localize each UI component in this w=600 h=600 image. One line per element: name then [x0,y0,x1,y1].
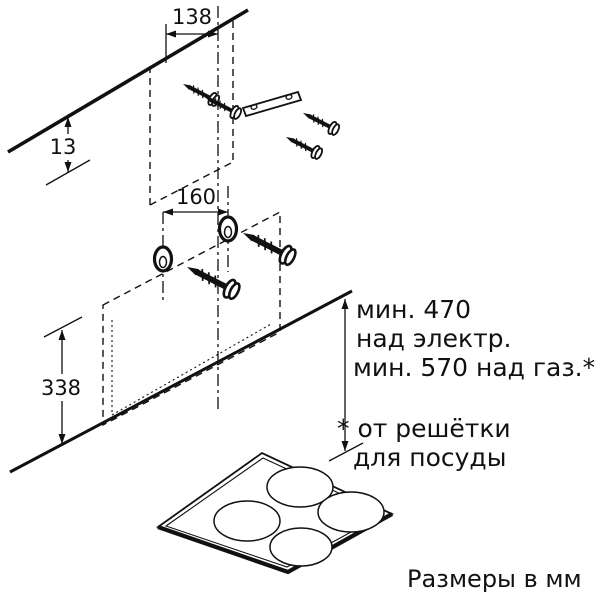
burner [213,500,281,542]
units-note: Размеры в мм [407,565,582,593]
min-clearance-arrow-down [341,441,349,451]
dim-13-tick [45,159,91,186]
dim-338-arrow-down [58,434,66,444]
chimney-template-bottom-line [149,161,234,206]
dim-338-top-tick [43,316,83,338]
dim-13-label: 13 [50,135,77,159]
keyhole-screw [239,224,298,267]
min-clearance-label-2: над электр. [356,324,511,353]
dim-338-arrow-up [58,330,66,340]
dim-338-label-bg [38,374,85,401]
dim-338-label: 338 [41,376,81,400]
dimension-138: 138 [165,5,218,63]
cooktop-front-edge [157,512,394,575]
keyhole-mount-right [217,215,239,243]
burner [269,527,333,567]
dimension-13: 13 [45,117,91,186]
hood-panel-outline [102,210,281,427]
dimension-160: 160 [163,185,228,216]
burner [266,466,334,508]
burner [317,491,385,533]
ceiling-edge-line [7,8,249,154]
chimney-template [149,21,234,206]
mounting-bracket [241,90,303,118]
bracket-hole [285,94,293,100]
dim-138-arrow-left [166,30,176,38]
bracket-screw [281,129,326,163]
bracket-hole [250,104,258,110]
dim-138-label: 138 [172,5,212,29]
dim-160-arrow-right [218,208,228,216]
dim-13-arrow-up [64,117,72,127]
dimension-338: 338 [38,316,85,444]
dim-138-arrow-right [208,30,218,38]
footnote-line-1: * от решётки [337,414,511,443]
min-clearance-label-3: мин. 570 над газ.* [353,353,595,382]
bracket-screw [298,105,343,139]
hood-panel-template [102,210,281,427]
dim-160-label: 160 [176,185,216,209]
keyhole-mount-left [152,245,174,273]
hood-panel-inner-dotted-bottom [111,323,272,416]
dim-13-label-bg [49,134,78,160]
wall-edge-line [9,289,353,474]
footnote-line-2: для посуды [353,443,506,472]
footnote: * от решётки для посуды [337,414,511,472]
keyhole-screw [183,258,242,301]
dimension-min-clearance: мин. 470 над электр. мин. 570 над газ.* [328,295,595,462]
min-clearance-bottom-tick [328,442,364,462]
dim-13-arrow-down [64,162,72,172]
min-clearance-arrow-up [341,299,349,309]
min-clearance-label-1: мин. 470 [356,295,471,324]
cooktop [156,451,394,575]
dim-160-arrow-left [163,208,173,216]
